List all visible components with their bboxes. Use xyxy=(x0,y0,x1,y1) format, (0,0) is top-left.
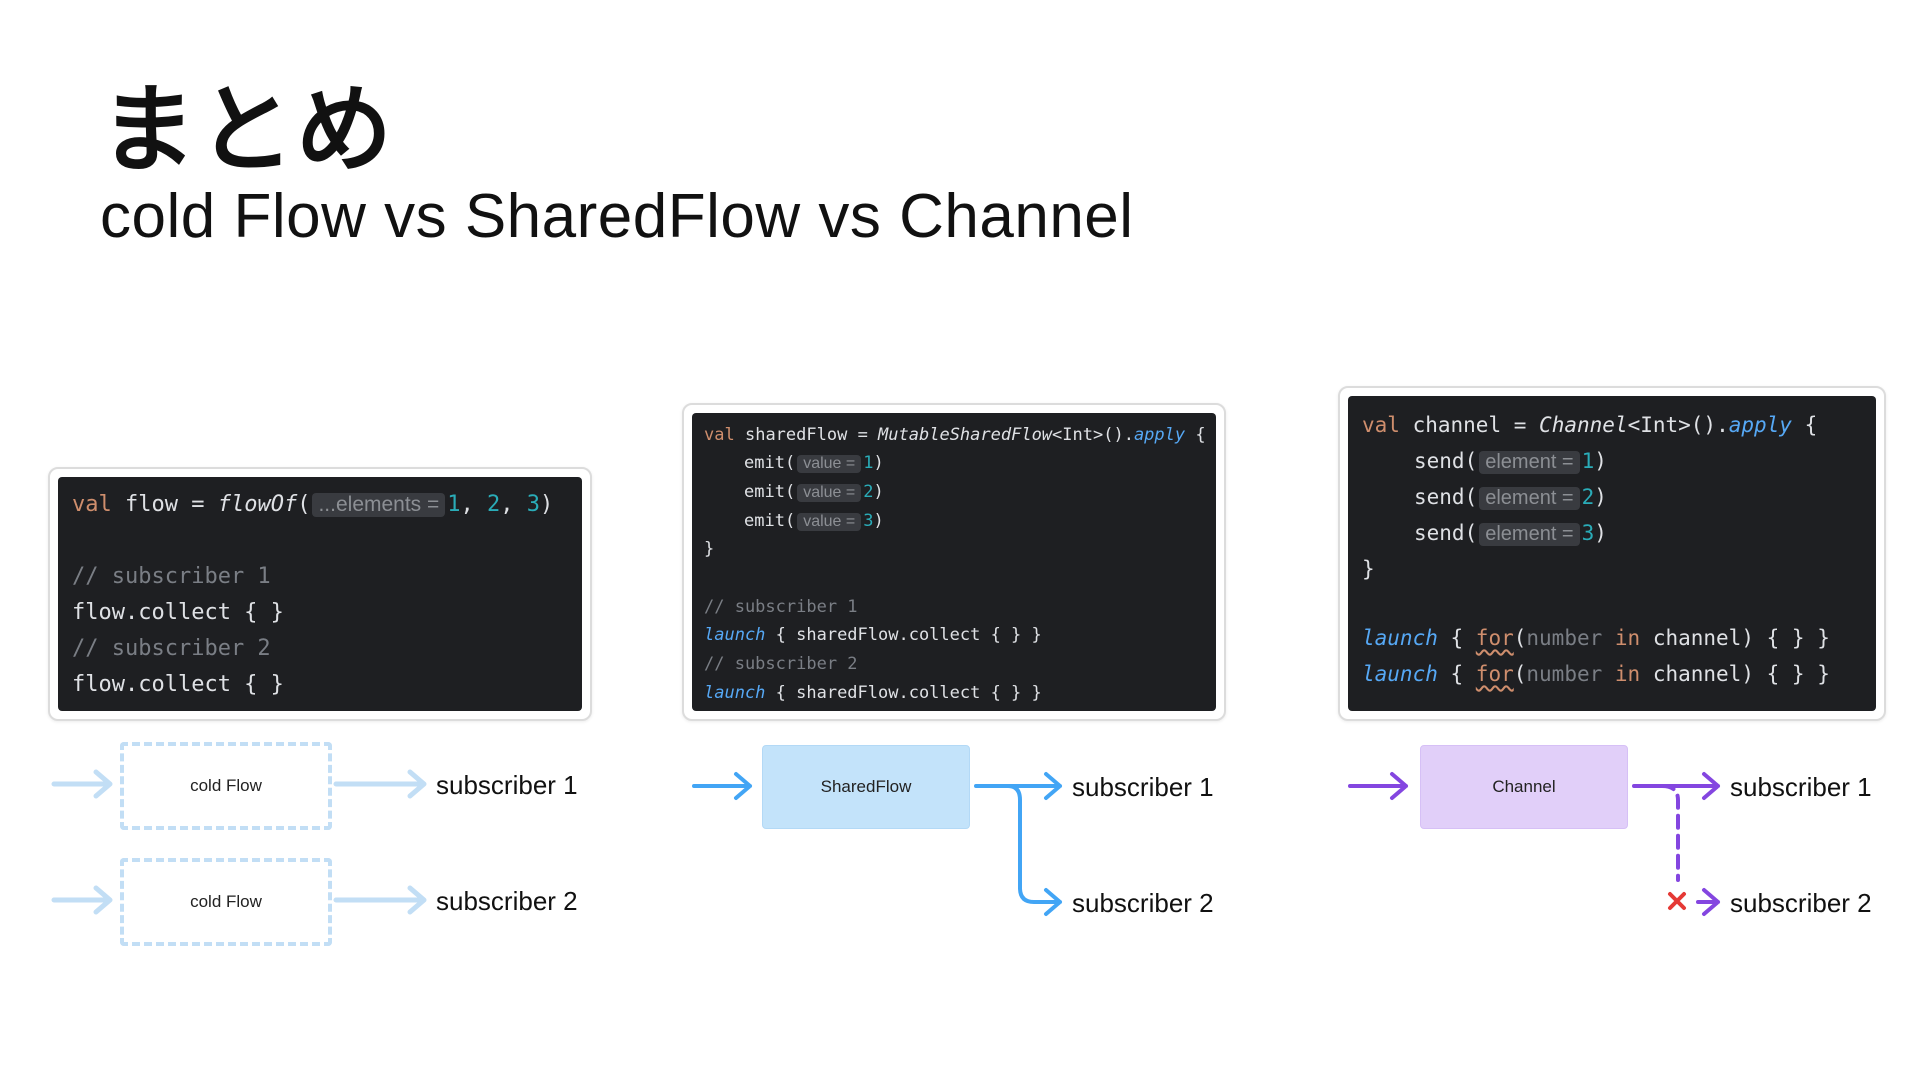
code-line: flow.collect { } xyxy=(72,600,284,625)
cold-subscriber-1-label: subscriber 1 xyxy=(436,770,578,800)
shared-input-arrow xyxy=(692,772,752,800)
code-line: launch { sharedFlow.collect { } } xyxy=(704,683,1042,703)
parameter-hint: element = xyxy=(1479,451,1580,474)
code-comment: // subscriber 1 xyxy=(72,564,271,589)
code-line: send(element =3) xyxy=(1414,521,1607,546)
cold-flow-box-1: cold Flow xyxy=(120,742,332,830)
code-line: val sharedFlow = MutableSharedFlow<Int>(… xyxy=(704,425,1206,445)
shared-branch-arrow-2 xyxy=(1006,784,1062,916)
code-line: } xyxy=(1362,557,1375,581)
parameter-hint: value = xyxy=(797,484,862,502)
shared-flow-arrows xyxy=(692,772,1062,916)
code-line: emit(value =1) xyxy=(744,453,884,473)
shared-subscriber-2-label: subscriber 2 xyxy=(1072,888,1214,918)
cold-subscriber-2-label: subscriber 2 xyxy=(436,886,578,916)
channel-code-block: val channel = Channel<Int>().apply { sen… xyxy=(1348,396,1876,711)
code-line: launch { sharedFlow.collect { } } xyxy=(704,625,1042,645)
shared-flow-code-card: val sharedFlow = MutableSharedFlow<Int>(… xyxy=(682,403,1226,721)
channel-subscriber-2-label: subscriber 2 xyxy=(1730,888,1872,918)
channel-box: Channel xyxy=(1420,745,1628,829)
cold-output-arrow-2 xyxy=(333,885,427,915)
code-line: val channel = Channel<Int>().apply { xyxy=(1362,413,1818,437)
cold-flow-arrows xyxy=(51,769,427,915)
channel-blocked-branch xyxy=(1660,784,1680,882)
parameter-hint: element = xyxy=(1479,487,1580,510)
cold-input-arrow-2 xyxy=(51,885,113,915)
code-line: emit(value =3) xyxy=(744,511,884,531)
channel-output-arrow-1 xyxy=(1632,772,1720,800)
channel-blocked-arrow-2 xyxy=(1696,888,1720,916)
channel-code-card: val channel = Channel<Int>().apply { sen… xyxy=(1338,386,1886,721)
cold-input-arrow-1 xyxy=(51,769,113,799)
cold-output-arrow-1 xyxy=(333,769,427,799)
code-comment: // subscriber 2 xyxy=(72,636,271,661)
cold-flow-code-block: val flow = flowOf(...elements =1, 2, 3) … xyxy=(58,477,582,711)
channel-input-arrow xyxy=(1348,772,1408,800)
slide-title: まとめ xyxy=(100,74,394,186)
shared-flow-box: SharedFlow xyxy=(762,745,970,829)
shared-output-arrow-1 xyxy=(974,772,1062,800)
channel-arrows xyxy=(1348,772,1720,916)
cold-flow-box-2: cold Flow xyxy=(120,858,332,946)
parameter-hint: ...elements = xyxy=(312,493,446,517)
blocked-x-icon xyxy=(1668,892,1686,910)
code-line: send(element =2) xyxy=(1414,485,1607,510)
slide-subtitle: cold Flow vs SharedFlow vs Channel xyxy=(100,182,1134,251)
code-comment: // subscriber 1 xyxy=(704,597,858,617)
code-comment: // subscriber 2 xyxy=(704,654,858,674)
code-line: flow.collect { } xyxy=(72,672,284,697)
code-line: } xyxy=(704,539,715,559)
cold-flow-code-card: val flow = flowOf(...elements =1, 2, 3) … xyxy=(48,467,592,721)
code-line: emit(value =2) xyxy=(744,482,884,502)
code-line: send(element =1) xyxy=(1414,449,1607,474)
shared-flow-code-block: val sharedFlow = MutableSharedFlow<Int>(… xyxy=(692,413,1216,711)
code-line: launch { for(number in channel) { } } xyxy=(1362,662,1830,686)
code-line: val flow = flowOf(...elements =1, 2, 3) xyxy=(72,492,554,517)
channel-subscriber-1-label: subscriber 1 xyxy=(1730,772,1872,802)
parameter-hint: element = xyxy=(1479,523,1580,546)
code-line: launch { for(number in channel) { } } xyxy=(1362,626,1830,650)
parameter-hint: value = xyxy=(797,513,862,531)
parameter-hint: value = xyxy=(797,455,862,473)
shared-subscriber-1-label: subscriber 1 xyxy=(1072,772,1214,802)
